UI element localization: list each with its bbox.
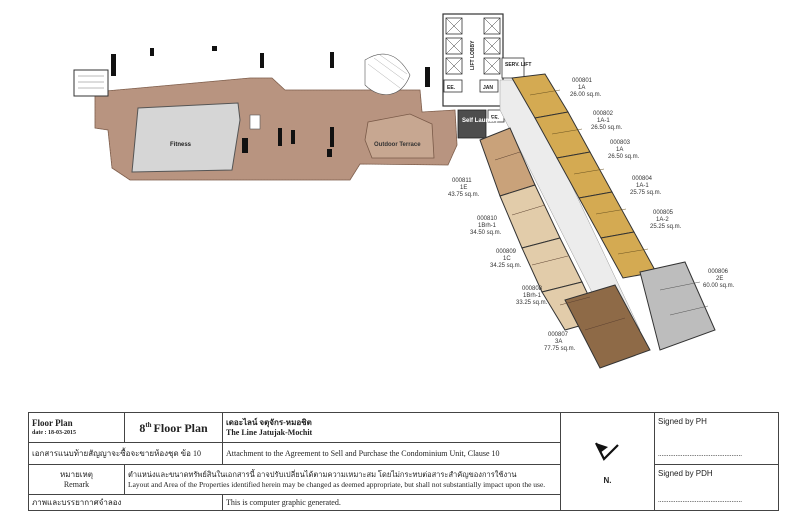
remark-en: Layout and Area of the Properties identi… <box>128 479 546 489</box>
floor-plan-drawing: Fitness Outdoor Terrace LIF <box>73 13 735 369</box>
remark-en-label: Remark <box>63 479 90 489</box>
ee-right-label: EE. <box>491 115 500 121</box>
title-block-label-cell: Floor Plan date : 18-03-2015 <box>28 412 125 443</box>
floor-title-cell: 8th Floor Plan <box>124 412 223 443</box>
serv-lift-label: SERV. LIFT <box>505 62 531 68</box>
signed-ph-label: Signed by PH <box>658 417 707 426</box>
unit-000806 <box>639 261 716 351</box>
unit-000807 <box>564 284 651 369</box>
project-name-thai: เดอะไลน์ จตุจักร-หมอชิต <box>226 417 312 427</box>
self-laundry-label: Self Laundry <box>462 118 499 124</box>
ee-left-label: EE. <box>447 85 456 91</box>
signed-ph-line: ........................................… <box>658 450 742 458</box>
title-block: Floor Plan date : 18-03-2015 8th Floor P… <box>28 412 779 511</box>
plan-date: date : 18-03-2015 <box>32 429 76 436</box>
jan-label: JAN <box>483 85 493 91</box>
remark-label-cell: หมายเหตุ Remark <box>28 464 125 495</box>
outdoor-terrace-label: Outdoor Terrace <box>374 142 421 148</box>
remark-text-cell: ตำแหน่งและขนาดทรัพย์สินในเอกสารนี้ อาจปร… <box>124 464 561 495</box>
lift-lobby-label: LIFT LOBBY <box>470 40 476 70</box>
remark-thai-label: หมายเหตุ <box>60 469 93 479</box>
project-name-en: The Line Jatujak-Mochit <box>226 427 313 437</box>
west-units <box>479 127 651 369</box>
attachment-thai-cell: เอกสารแนบท้ายสัญญาจะซื้อจะขายห้องชุด ข้อ… <box>28 442 223 465</box>
signed-pdh-label: Signed by PDH <box>658 469 713 478</box>
signed-pdh-line: ........................................… <box>658 496 742 504</box>
cg-en-cell: This is computer graphic generated. <box>222 494 561 511</box>
floor-plan-label: Floor Plan <box>32 417 73 428</box>
signed-ph-cell: Signed by PH ...........................… <box>654 412 779 465</box>
north-arrow-cell: N. <box>560 412 655 511</box>
amenity-deck: Fitness Outdoor Terrace <box>73 46 458 181</box>
building-core: LIFT LOBBY SERV. LIFT JAN EE. EE. Self L… <box>442 13 531 139</box>
attachment-en-cell: Attachment to the Agreement to Sell and … <box>222 442 561 465</box>
floor-title: Floor Plan <box>153 421 208 435</box>
self-laundry-room <box>457 109 487 139</box>
fitness-room <box>131 102 241 173</box>
outdoor-terrace <box>364 113 435 159</box>
remark-thai: ตำแหน่งและขนาดทรัพย์สินในเอกสารนี้ อาจปร… <box>128 469 517 479</box>
project-name-cell: เดอะไลน์ จตุจักร-หมอชิต The Line Jatujak… <box>222 412 561 443</box>
north-arrow-icon <box>594 442 619 461</box>
cg-thai-cell: ภาพและบรรยากาศจำลอง <box>28 494 223 511</box>
floor-number: 8th <box>139 421 152 435</box>
fitness-label: Fitness <box>170 142 192 148</box>
signed-pdh-cell: Signed by PDH ..........................… <box>654 464 779 511</box>
north-label: N. <box>603 476 612 485</box>
east-units <box>511 73 716 351</box>
